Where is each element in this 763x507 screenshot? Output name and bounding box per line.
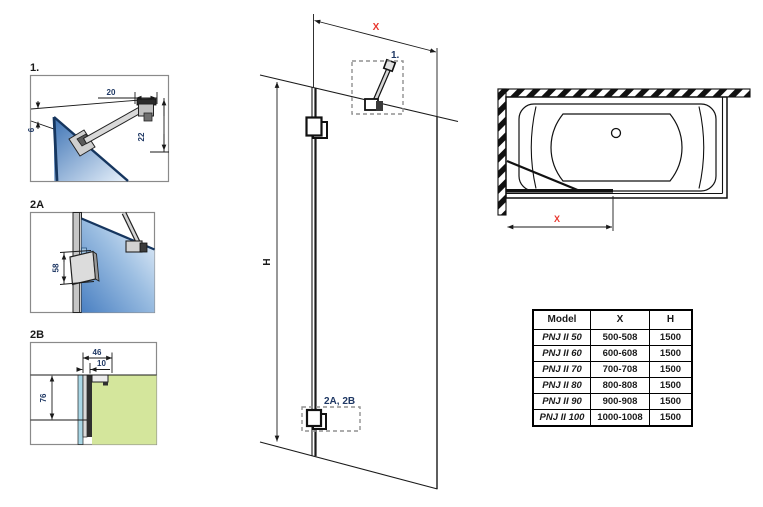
cell-model: PNJ II 70	[532, 361, 591, 378]
table-row: PNJ II 70 700-708 1500	[532, 361, 693, 378]
wall-hatch-top	[497, 88, 751, 98]
header-model: Model	[532, 309, 591, 330]
cell-model: PNJ II 80	[532, 377, 591, 394]
screen-open-position	[506, 159, 581, 193]
detail-1-marker	[351, 60, 404, 115]
detail-2-reference: 2A, 2B	[324, 396, 355, 407]
cell-model: PNJ II 100	[532, 409, 591, 427]
table-row: PNJ II 50 500-508 1500	[532, 329, 693, 346]
cell-x: 500-508	[590, 329, 650, 346]
width-dim-label: X	[554, 214, 560, 224]
cell-h: 1500	[649, 361, 693, 378]
detail-2b-label: 2B	[30, 329, 44, 341]
cell-h: 1500	[649, 345, 693, 362]
table-row: PNJ II 80 800-808 1500	[532, 377, 693, 394]
cell-x: 800-808	[590, 377, 650, 394]
profile-flange-step	[103, 382, 108, 386]
basin-end-arc	[698, 106, 705, 189]
height-dim-label: H	[262, 258, 273, 265]
cell-x: 700-708	[590, 361, 650, 378]
glass-section	[77, 374, 84, 445]
table-header-row: Model X H	[532, 309, 693, 330]
table-row: PNJ II 60 600-608 1500	[532, 345, 693, 362]
cell-h: 1500	[649, 377, 693, 394]
support-arm	[122, 212, 140, 243]
table-row: PNJ II 90 900-908 1500	[532, 393, 693, 410]
header-x: X	[590, 309, 650, 330]
cell-model: PNJ II 90	[532, 393, 591, 410]
wall-mount-foot	[143, 112, 153, 122]
size-table: Model X H PNJ II 50 500-508 1500 PNJ II …	[532, 309, 693, 427]
drain	[610, 127, 622, 139]
elevation-view: X H 1. 2A, 2B	[259, 14, 459, 490]
basin-floor-outline	[550, 113, 683, 182]
cell-model: PNJ II 60	[532, 345, 591, 362]
dim-value: 46	[93, 348, 102, 357]
cell-h: 1500	[649, 329, 693, 346]
basin-end-arc	[530, 106, 537, 189]
width-dim-label: X	[373, 22, 380, 33]
glass-edge	[52, 116, 59, 182]
support-arm	[372, 65, 392, 104]
basin-outline	[518, 103, 717, 192]
cell-x: 1000-1008	[590, 409, 650, 427]
bottom-hinge	[305, 408, 323, 428]
arm-mount-cap	[376, 101, 383, 111]
floor-line	[259, 441, 438, 490]
arm-bracket-cap	[139, 242, 148, 253]
detail-2-marker	[301, 406, 361, 432]
mounting-plate-side	[92, 250, 100, 282]
header-h: H	[649, 309, 693, 330]
dim-value: 76	[39, 393, 48, 402]
dim-tick	[59, 281, 95, 285]
dim-value: 6	[27, 127, 36, 132]
width-dim-line	[314, 19, 437, 53]
cell-x: 600-608	[590, 345, 650, 362]
wall-line-top	[259, 74, 459, 123]
bathtub-rim	[505, 96, 728, 199]
cell-model: PNJ II 50	[532, 329, 591, 346]
detail-1-reference: 1.	[391, 50, 400, 61]
detail-1-label: 1.	[30, 62, 39, 74]
arm-cap	[382, 58, 397, 73]
dim-value: 58	[52, 263, 61, 272]
wall-hatch-left	[497, 88, 507, 216]
profile-section-dark	[87, 375, 92, 437]
dim-value: 22	[137, 132, 146, 141]
cell-x: 900-908	[590, 393, 650, 410]
bathtub-top-view: X	[497, 88, 751, 231]
dim-value: 20	[107, 88, 116, 97]
size-table-body: PNJ II 50 500-508 1500 PNJ II 60 600-608…	[532, 329, 693, 427]
top-hinge	[305, 116, 323, 137]
mounting-plate	[69, 250, 97, 286]
detail-2a-callout: 2A 58	[29, 199, 156, 314]
detail-2a-label: 2A	[30, 199, 44, 211]
size-table-head: Model X H	[532, 309, 693, 330]
detail-1-callout: 1. 20 6 22	[27, 62, 170, 183]
reference-line	[30, 98, 153, 110]
dim-tick	[59, 250, 92, 253]
profile-section-light	[82, 374, 88, 438]
cell-h: 1500	[649, 393, 693, 410]
dim-value: 10	[97, 359, 106, 368]
cell-h: 1500	[649, 409, 693, 427]
wall-section	[92, 375, 157, 445]
detail-2b-callout: 2B 46 10 76	[29, 329, 158, 446]
table-row: PNJ II 100 1000-1008 1500	[532, 409, 693, 427]
profile-flange	[91, 374, 109, 383]
